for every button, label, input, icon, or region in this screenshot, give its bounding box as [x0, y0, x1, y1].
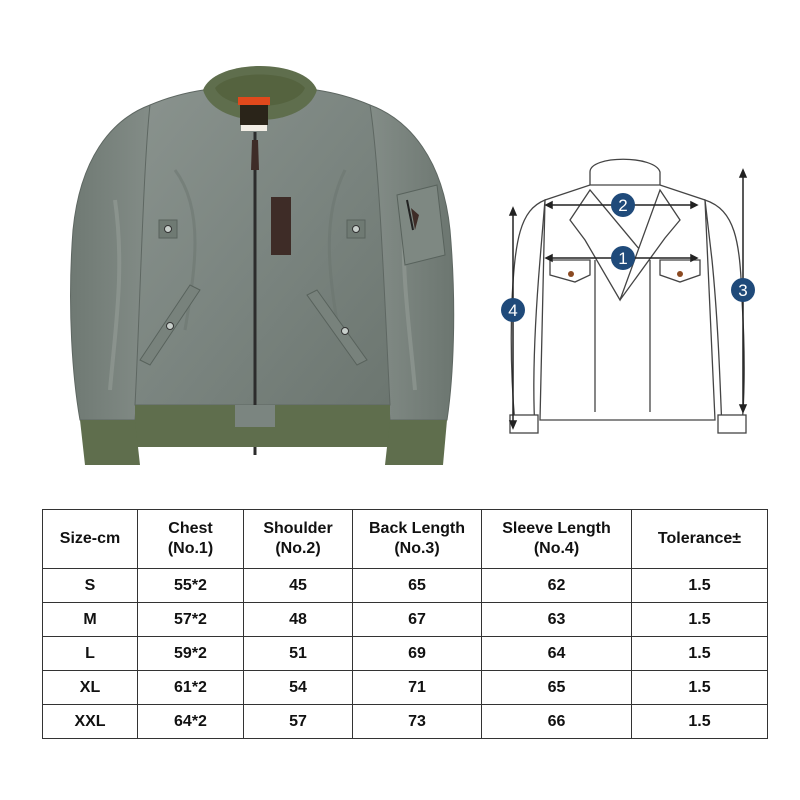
header-tolerance: Tolerance± — [631, 509, 768, 569]
cell-sleeve-length: 66 — [481, 704, 632, 739]
cell-tolerance: 1.5 — [631, 636, 768, 671]
table-row: XXL 64*2 57 73 66 1.5 — [42, 704, 768, 739]
cell-shoulder: 54 — [243, 670, 353, 705]
header-back-length: Back Length(No.3) — [352, 509, 482, 569]
cell-sleeve-length: 65 — [481, 670, 632, 705]
cell-back-length: 67 — [352, 602, 482, 637]
cell-size: L — [42, 636, 138, 671]
cell-size: M — [42, 602, 138, 637]
cell-tolerance: 1.5 — [631, 568, 768, 603]
cell-shoulder: 48 — [243, 602, 353, 637]
svg-text:2: 2 — [618, 196, 627, 215]
svg-text:4: 4 — [508, 301, 517, 320]
svg-text:3: 3 — [738, 281, 747, 300]
table-row: S 55*2 45 65 62 1.5 — [42, 568, 768, 603]
size-chart-table: Size-cm Chest(No.1) Shoulder(No.2) Back … — [42, 509, 768, 739]
cell-chest: 59*2 — [137, 636, 244, 671]
cell-shoulder: 45 — [243, 568, 353, 603]
cell-sleeve-length: 62 — [481, 568, 632, 603]
cell-size: XL — [42, 670, 138, 705]
cell-shoulder: 57 — [243, 704, 353, 739]
header-chest: Chest(No.1) — [137, 509, 244, 569]
header-size: Size-cm — [42, 509, 138, 569]
marker-1-icon: 1 — [611, 246, 635, 270]
header-sleeve-length: Sleeve Length(No.4) — [481, 509, 632, 569]
cell-back-length: 71 — [352, 670, 482, 705]
cell-size: XXL — [42, 704, 138, 739]
cell-back-length: 65 — [352, 568, 482, 603]
cell-tolerance: 1.5 — [631, 670, 768, 705]
marker-4-icon: 4 — [501, 298, 525, 322]
cell-sleeve-length: 63 — [481, 602, 632, 637]
cell-back-length: 73 — [352, 704, 482, 739]
cell-tolerance: 1.5 — [631, 704, 768, 739]
cell-sleeve-length: 64 — [481, 636, 632, 671]
marker-2-icon: 2 — [611, 193, 635, 217]
table-row: XL 61*2 54 71 65 1.5 — [42, 670, 768, 705]
svg-text:1: 1 — [618, 249, 627, 268]
cell-back-length: 69 — [352, 636, 482, 671]
header-shoulder: Shoulder(No.2) — [243, 509, 353, 569]
product-photo-bomber-jacket — [70, 66, 455, 465]
cell-chest: 64*2 — [137, 704, 244, 739]
table-header-row: Size-cm Chest(No.1) Shoulder(No.2) Back … — [42, 509, 768, 569]
cell-chest: 61*2 — [137, 670, 244, 705]
cell-tolerance: 1.5 — [631, 602, 768, 637]
cell-shoulder: 51 — [243, 636, 353, 671]
cell-size: S — [42, 568, 138, 603]
marker-3-icon: 3 — [731, 278, 755, 302]
cell-chest: 55*2 — [137, 568, 244, 603]
table-row: L 59*2 51 69 64 1.5 — [42, 636, 768, 671]
table-row: M 57*2 48 67 63 1.5 — [42, 602, 768, 637]
cell-chest: 57*2 — [137, 602, 244, 637]
measurement-diagram: 2 1 3 4 — [501, 158, 755, 434]
